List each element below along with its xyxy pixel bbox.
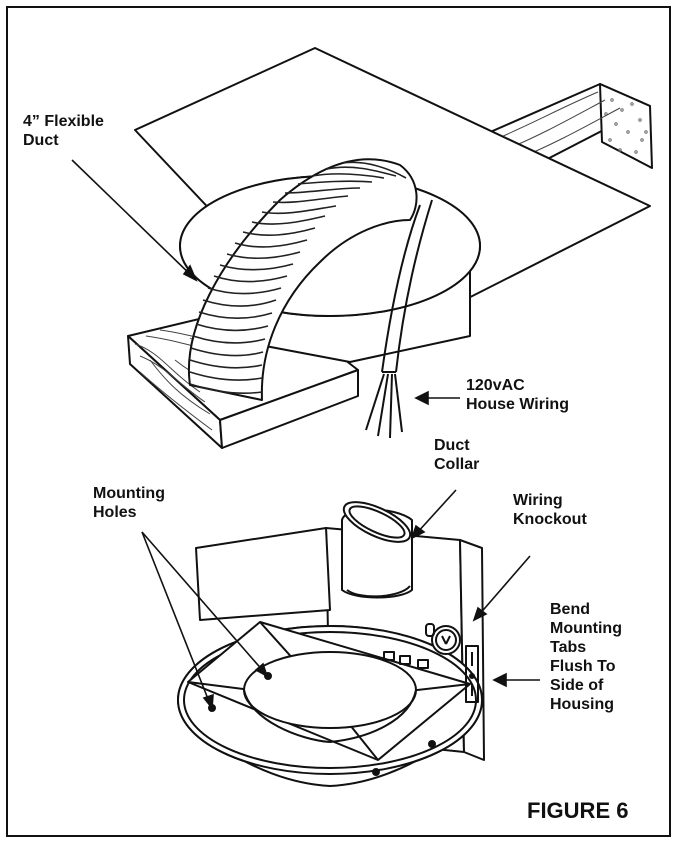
label-line: Duct (434, 437, 470, 454)
figure-caption: FIGURE 6 (527, 798, 629, 823)
label-line: Bend (550, 601, 590, 618)
fan-housing (177, 501, 485, 787)
label-line: Mounting (550, 620, 622, 637)
label-line: 120vAC (466, 377, 525, 394)
label-house-wiring: 120vAC House Wiring (466, 376, 569, 414)
label-duct-collar: Duct Collar (434, 436, 479, 474)
wiring-knockout (431, 625, 461, 655)
label-line: Mounting (93, 485, 165, 502)
label-line: Housing (550, 696, 614, 713)
label-flexible-duct: 4” Flexible Duct (23, 112, 104, 150)
label-line: Knockout (513, 511, 587, 528)
label-line: House Wiring (466, 396, 569, 413)
mounting-hole (428, 740, 436, 748)
label-line: Side of (550, 677, 604, 694)
flexible-duct (188, 158, 418, 401)
leader-arrows (71, 159, 540, 711)
house-wiring-cable (365, 199, 433, 439)
duct-collar (341, 501, 413, 599)
label-mounting-holes: Mounting Holes (93, 484, 165, 522)
label-line: Tabs (550, 639, 587, 656)
label-bend-tabs: Bend Mounting Tabs Flush To Side of Hous… (550, 600, 622, 714)
label-line: Collar (434, 456, 480, 473)
label-line: Wiring (513, 492, 563, 509)
label-line: 4” Flexible (23, 113, 104, 130)
mounting-hole (372, 768, 380, 776)
label-line: Flush To (550, 658, 616, 675)
label-wiring-knockout: Wiring Knockout (513, 491, 587, 529)
figure-border (6, 6, 671, 837)
label-line: Duct (23, 132, 59, 149)
ceiling-assembly (127, 47, 653, 449)
label-line: Holes (93, 504, 137, 521)
mounting-tab (465, 645, 479, 703)
